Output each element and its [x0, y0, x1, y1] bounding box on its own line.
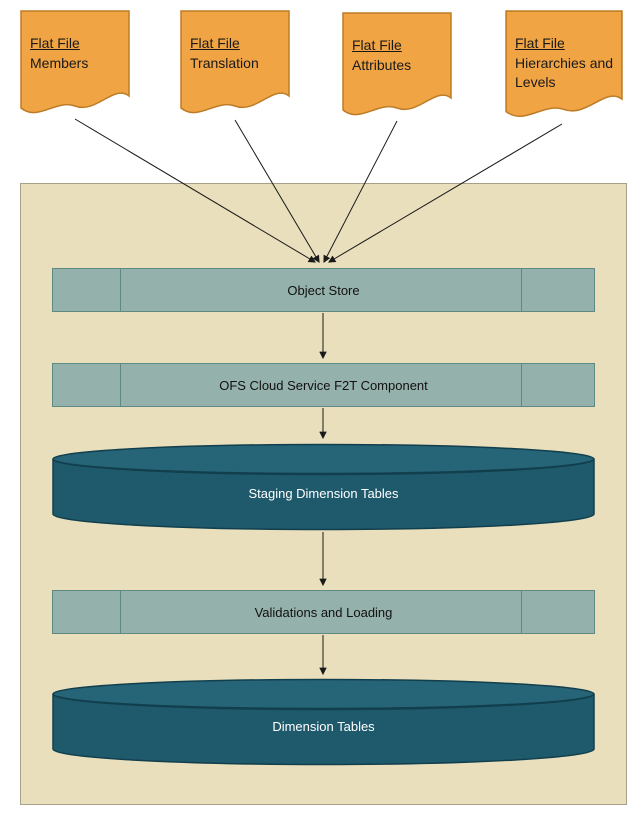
doc-text: Flat File Members [30, 34, 124, 73]
f2t-component-node: OFS Cloud Service F2T Component [52, 363, 595, 407]
doc-subtitle: Hierarchies and Levels [515, 54, 614, 91]
document-shape-icon [180, 10, 290, 114]
document-shape-icon [20, 10, 130, 114]
divider-line [120, 269, 121, 311]
doc-title: Flat File [30, 35, 80, 51]
doc-text: Flat File Attributes [352, 36, 446, 75]
divider-line [120, 364, 121, 406]
doc-text: Flat File Translation [190, 34, 284, 73]
document-shape-icon [505, 10, 623, 118]
doc-subtitle: Translation [190, 54, 259, 71]
node-label: Staging Dimension Tables [248, 485, 399, 501]
staging-dimension-tables-node: Staging Dimension Tables [52, 443, 595, 531]
node-label: Validations and Loading [254, 604, 393, 620]
node-label: Dimension Tables [272, 719, 375, 734]
doc-title: Flat File [352, 37, 402, 53]
cylinder-shape-icon [52, 678, 595, 766]
flat-file-translation-node: Flat File Translation [180, 10, 290, 122]
flat-file-hierarchies-node: Flat File Hierarchies and Levels [505, 10, 623, 126]
document-shape-icon [342, 12, 452, 116]
doc-text: Flat File Hierarchies and Levels [515, 34, 617, 93]
validations-node: Validations and Loading [52, 590, 595, 634]
divider-line [521, 269, 522, 311]
flat-file-members-node: Flat File Members [20, 10, 130, 122]
divider-line [521, 591, 522, 633]
node-label: Object Store [287, 282, 360, 298]
object-store-node: Object Store [52, 268, 595, 312]
dimension-tables-node: Dimension Tables [52, 678, 595, 766]
divider-line [120, 591, 121, 633]
doc-title: Flat File [515, 35, 565, 51]
divider-line [521, 364, 522, 406]
cylinder-shape-icon [52, 443, 595, 531]
doc-title: Flat File [190, 35, 240, 51]
doc-subtitle: Attributes [352, 56, 412, 73]
doc-subtitle: Members [30, 54, 89, 71]
flat-file-attributes-node: Flat File Attributes [342, 12, 452, 124]
node-label: OFS Cloud Service F2T Component [219, 377, 428, 393]
